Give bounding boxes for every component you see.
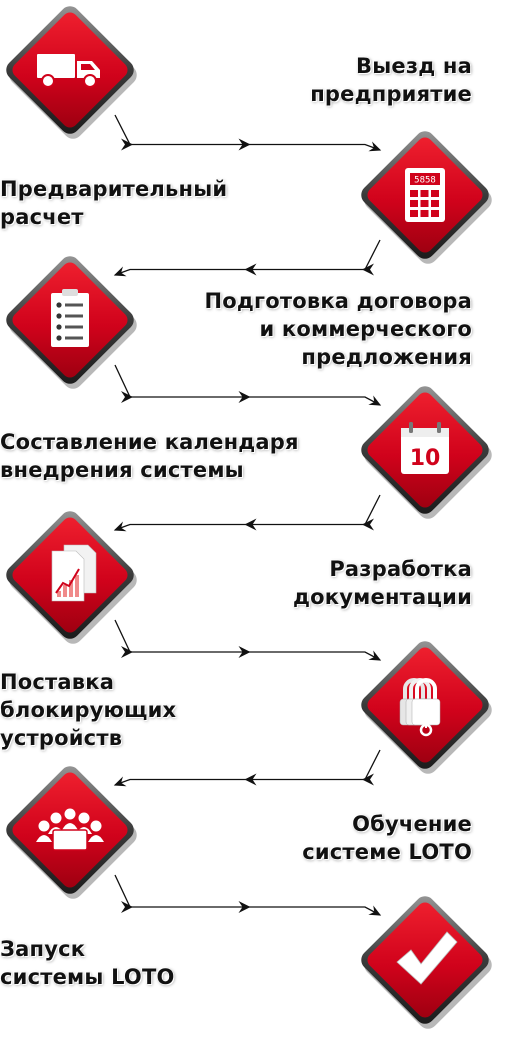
- step-4-diamond: 10: [361, 386, 492, 519]
- arrow-chevron-icon: [244, 263, 257, 276]
- connector-4: [113, 494, 381, 532]
- step-6-diamond: [361, 641, 492, 774]
- arrow-chevron-icon: [238, 391, 251, 403]
- step-1-diamond: [6, 6, 137, 139]
- checklist-icon: [51, 289, 89, 347]
- step-8-label: Запуск системы LOTO: [0, 937, 175, 989]
- arrow-chevron-icon: [362, 773, 374, 786]
- step-2-diamond: 5858: [361, 131, 492, 264]
- step-4-label: Составление календаря внедрения системы: [0, 430, 299, 482]
- connector-3: [114, 364, 382, 406]
- arrow-chevron-icon: [121, 646, 133, 658]
- arrow-chevron-icon: [244, 773, 257, 786]
- documents-chart-icon: [51, 544, 97, 602]
- connector-arrows: [113, 114, 382, 916]
- training-group-icon: [36, 808, 104, 851]
- padlocks-icon: [399, 678, 441, 737]
- calculator-icon: 5858: [405, 168, 445, 222]
- step-8-diamond: [361, 896, 492, 1029]
- connector-5: [114, 619, 382, 661]
- checkmark-icon: [396, 931, 458, 985]
- connector-7: [114, 874, 382, 916]
- connector-6: [113, 749, 381, 787]
- step-3-label: Подготовка договора и коммерческого пред…: [204, 289, 472, 369]
- arrow-chevron-icon: [244, 518, 257, 531]
- arrow-chevron-icon: [238, 901, 251, 913]
- step-6-label: Поставка блокирующих устройств: [0, 670, 177, 750]
- step-5-diamond: [6, 511, 137, 644]
- connector-1: [114, 114, 382, 152]
- connector-2: [113, 239, 381, 277]
- step-5-label: Разработка документации: [293, 557, 472, 609]
- arrow-chevron-icon: [121, 901, 133, 913]
- truck-icon: [37, 54, 100, 88]
- calendar-icon: 10: [401, 422, 449, 474]
- arrow-chevron-icon: [121, 391, 133, 403]
- arrow-chevron-icon: [121, 138, 133, 151]
- calendar-day: 10: [410, 446, 441, 471]
- arrow-chevron-icon: [362, 263, 374, 276]
- step-7-label: Обучение системе LOTO: [302, 812, 472, 864]
- step-3-diamond: [6, 256, 137, 389]
- step-1-label: Выезд на предприятие: [310, 54, 472, 106]
- arrow-chevron-icon: [238, 646, 251, 658]
- arrow-chevron-icon: [238, 138, 251, 151]
- step-2-label: Предварительный расчет: [0, 177, 228, 229]
- arrow-chevron-icon: [362, 518, 374, 531]
- step-7-diamond: [6, 766, 137, 899]
- calculator-display: 5858: [414, 176, 436, 186]
